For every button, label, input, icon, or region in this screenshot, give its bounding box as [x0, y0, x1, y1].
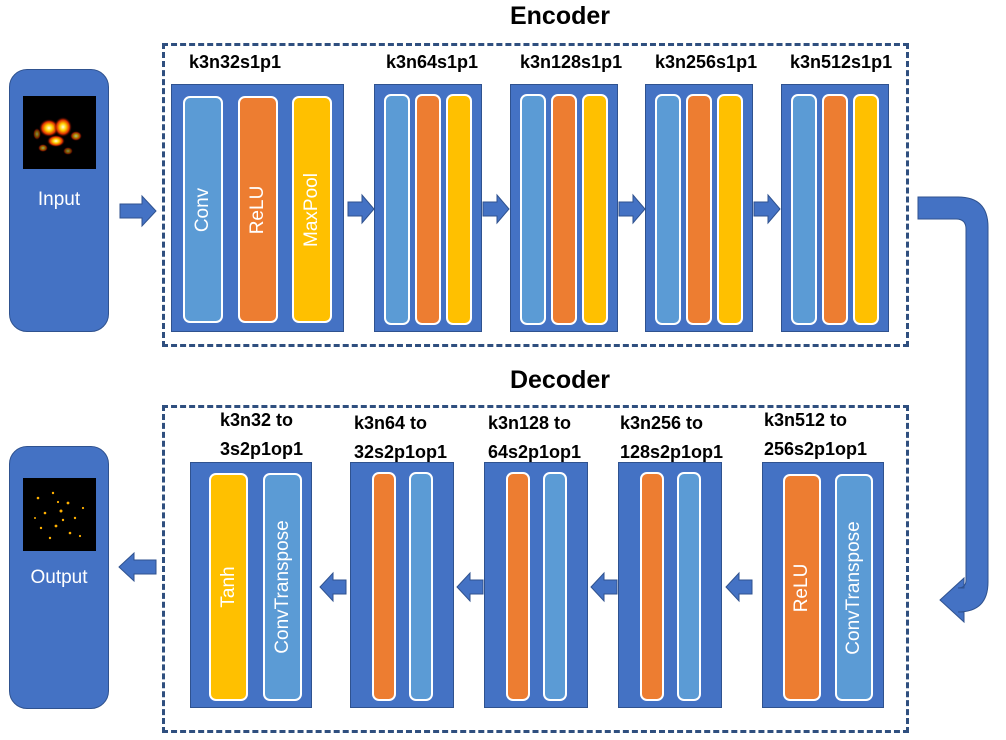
arrow-right-icon — [347, 193, 375, 225]
input-image — [23, 96, 96, 169]
relu-layer — [415, 94, 441, 325]
tanh-layer: Tanh — [209, 473, 248, 701]
decoder-block-2-label: k3n256 to 128s2p1op1 — [620, 409, 723, 467]
encoder-block-2-label: k3n64s1p1 — [386, 52, 479, 72]
encoder-group — [162, 43, 909, 347]
relu-layer — [551, 94, 577, 325]
decoder-group — [162, 405, 909, 733]
maxpool-layer — [582, 94, 608, 325]
arrow-left-icon — [456, 571, 484, 603]
arrow-left-icon — [590, 571, 618, 603]
convtranspose-layer — [677, 472, 701, 701]
output-label: Output — [30, 567, 88, 588]
decoder-block-5-label-line2: 3s2p1op1 — [220, 439, 304, 459]
decoder-block-3-label: k3n128 to 64s2p1op1 — [488, 409, 581, 467]
conv-layer — [520, 94, 546, 325]
decoder-block-5: Tanh ConvTranspose — [190, 462, 312, 708]
relu-layer — [372, 472, 396, 701]
convtranspose-layer: ConvTranspose — [263, 473, 302, 701]
convtranspose-layer: ConvTranspose — [835, 474, 873, 701]
input-box: Input — [9, 69, 109, 332]
decoder-block-5-label: k3n32 to 3s2p1op1 — [220, 406, 303, 464]
encoder-block-5-label: k3n512s1p1 — [790, 52, 893, 72]
decoder-block-1-label: k3n512 to 256s2p1op1 — [764, 406, 867, 464]
decoder-block-1-label-line2: 256s2p1op1 — [764, 439, 868, 459]
decoder-block-3 — [484, 462, 588, 708]
encoder-block-3 — [510, 84, 618, 332]
decoder-block-5-label-line1: k3n32 to — [220, 410, 294, 430]
convtranspose-layer — [409, 472, 433, 701]
relu-layer — [686, 94, 712, 325]
decoder-block-3-label-line2: 64s2p1op1 — [488, 442, 582, 462]
decoder-block-4-label-line1: k3n64 to — [354, 413, 428, 433]
decoder-block-4-label: k3n64 to 32s2p1op1 — [354, 409, 447, 467]
output-image — [23, 478, 96, 551]
decoder-block-3-label-line1: k3n128 to — [488, 413, 572, 433]
decoder-block-2-label-line2: 128s2p1op1 — [620, 442, 724, 462]
maxpool-layer — [446, 94, 472, 325]
maxpool-layer — [717, 94, 743, 325]
decoder-block-4-label-line2: 32s2p1op1 — [354, 442, 448, 462]
relu-layer — [822, 94, 848, 325]
arrow-right-icon — [482, 193, 510, 225]
relu-layer: ReLU — [783, 474, 821, 701]
relu-layer — [506, 472, 530, 701]
decoder-title: Decoder — [509, 366, 611, 394]
conv-layer — [791, 94, 817, 325]
decoder-block-4 — [350, 462, 454, 708]
maxpool-layer: MaxPool — [292, 96, 332, 323]
encoder-block-4-label: k3n256s1p1 — [655, 52, 758, 72]
encoder-title: Encoder — [509, 2, 611, 30]
arrow-left-icon — [118, 551, 157, 583]
encoder-block-1-label: k3n32s1p1 — [189, 52, 282, 72]
decoder-block-2-label-line1: k3n256 to — [620, 413, 704, 433]
output-box: Output — [9, 446, 109, 709]
decoder-block-1: ReLU ConvTranspose — [762, 462, 884, 708]
relu-layer — [640, 472, 664, 701]
conv-layer: Conv — [183, 96, 223, 323]
conv-layer — [655, 94, 681, 325]
input-label: Input — [37, 189, 81, 210]
encoder-block-2 — [374, 84, 482, 332]
decoder-block-2 — [618, 462, 722, 708]
arrow-right-icon — [618, 193, 646, 225]
encoder-block-4 — [645, 84, 753, 332]
relu-layer: ReLU — [238, 96, 278, 323]
encoder-block-5 — [781, 84, 889, 332]
arrow-left-icon — [725, 571, 753, 603]
decoder-block-1-label-line1: k3n512 to — [764, 410, 848, 430]
conv-layer — [384, 94, 410, 325]
arrow-left-icon — [319, 571, 347, 603]
encoder-block-1: Conv ReLU MaxPool — [171, 84, 344, 332]
convtranspose-layer — [543, 472, 567, 701]
u-turn-arrow-icon — [917, 196, 989, 624]
maxpool-layer — [853, 94, 879, 325]
arrow-right-icon — [753, 193, 781, 225]
encoder-block-3-label: k3n128s1p1 — [520, 52, 623, 72]
arrow-right-icon — [119, 194, 157, 228]
